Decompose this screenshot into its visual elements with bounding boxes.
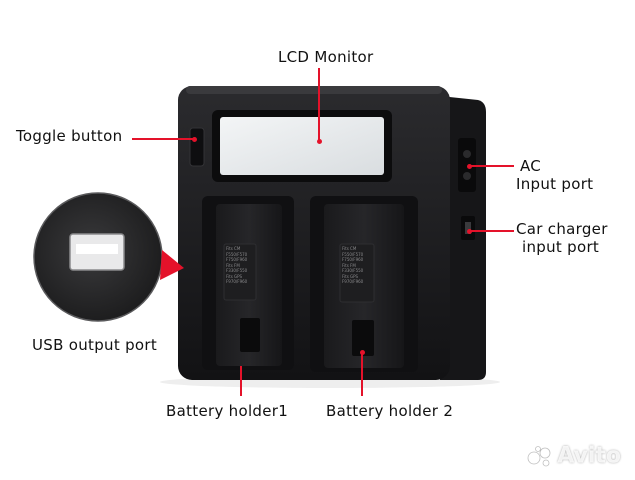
battery-holder-2-latch	[352, 320, 374, 356]
leader-car-charger	[470, 230, 514, 232]
label-lcd-monitor: LCD Monitor	[278, 48, 374, 66]
usb-port-tongue	[76, 244, 118, 254]
avito-watermark-text: Avito	[557, 443, 621, 468]
leader-toggle-button	[132, 138, 194, 140]
spec-line: F970/F960	[226, 279, 248, 284]
leader-battery-holder-2-dot	[359, 350, 365, 355]
lcd-screen	[220, 117, 384, 175]
spec-line: F330/F550	[342, 268, 364, 273]
spec-line: F550/F570	[342, 251, 364, 257]
label-battery-holder-1: Battery holder1	[166, 402, 289, 420]
battery-holder-1-label	[223, 243, 257, 301]
leader-lcd-monitor-dot	[316, 139, 322, 144]
spec-line: Fits CM	[226, 246, 241, 251]
ac-port-pin-bottom	[463, 172, 471, 180]
spec-line: Fits CM	[342, 246, 357, 251]
leader-toggle-button-dot	[192, 136, 197, 142]
toggle-button-shape[interactable]	[189, 127, 205, 167]
spec-line: F970/F960	[342, 279, 364, 284]
usb-zoom-pointer	[160, 250, 184, 280]
leader-battery-holder-1	[240, 366, 242, 396]
charger-top-face	[186, 86, 442, 94]
spec-line: Fits GPS	[342, 273, 359, 279]
leader-lcd-monitor	[318, 68, 320, 142]
label-usb-output: USB output port	[32, 336, 158, 354]
avito-logo-icon	[527, 445, 551, 466]
spec-line: F750/F960	[226, 257, 248, 262]
spec-line: Fits GPS	[226, 273, 243, 279]
label-toggle-button: Toggle button	[16, 127, 123, 145]
spec-line: F750/F960	[342, 257, 364, 262]
battery-holder-1-latch	[240, 318, 260, 352]
spec-line: F330/F550	[226, 268, 248, 273]
car-port-inner	[465, 222, 471, 234]
label-battery-holder-2: Battery holder 2	[326, 402, 454, 420]
leader-battery-holder-2	[361, 352, 363, 396]
label-ac-input-line1: AC	[520, 157, 542, 175]
avito-watermark: Avito	[527, 443, 621, 468]
spec-line: Fits FM	[226, 262, 240, 268]
ac-port-pin-top	[463, 150, 471, 158]
spec-line: Fits FM	[342, 262, 356, 268]
label-ac-input-line2: Input port	[516, 175, 594, 193]
battery-1-spec-text: Fits CM F550/F570 F750/F960 Fits FM F330…	[226, 246, 256, 298]
label-car-charger-line2: input port	[522, 238, 600, 256]
battery-holder-2-label	[339, 243, 375, 303]
label-car-charger-line1: Car charger	[516, 220, 608, 238]
spec-line: F550/F570	[226, 251, 248, 257]
leader-car-charger-dot	[467, 228, 472, 234]
battery-2-spec-text: Fits CM F550/F570 F750/F960 Fits FM F330…	[342, 246, 374, 300]
leader-ac-input	[470, 165, 514, 167]
leader-ac-input-dot	[467, 163, 472, 169]
